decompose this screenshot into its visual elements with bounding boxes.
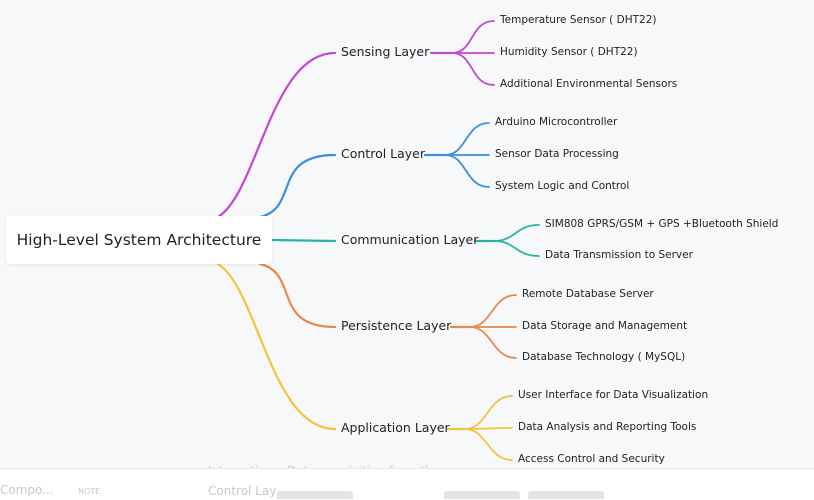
layer-node-application-layer[interactable]: Application Layer <box>341 420 450 435</box>
branch-edge-3 <box>270 238 337 243</box>
leaf-node[interactable]: Sensor Data Processing <box>495 148 619 160</box>
leaf-edge-5-3 <box>464 428 513 461</box>
background-text-line2: Control Lay <box>208 484 277 498</box>
layer-node-persistence-layer[interactable]: Persistence Layer <box>341 318 452 333</box>
leaf-node[interactable]: SIM808 GPRS/GSM + GPS +Bluetooth Shield <box>545 218 779 230</box>
layer-node-control-layer[interactable]: Control Layer <box>341 146 426 161</box>
leaf-edge-2-3 <box>444 154 490 188</box>
leaf-node[interactable]: System Logic and Control <box>495 180 630 192</box>
leaf-node[interactable]: Data Analysis and Reporting Tools <box>518 421 697 433</box>
leaf-edge-5-1 <box>464 395 513 430</box>
leaf-node[interactable]: Access Control and Security <box>518 453 665 465</box>
leaf-node[interactable]: Data Transmission to Server <box>545 249 693 261</box>
leaf-node[interactable]: Additional Environmental Sensors <box>500 78 678 90</box>
background-tab-1 <box>277 491 353 499</box>
layer-node-sensing-layer[interactable]: Sensing Layer <box>341 44 430 59</box>
root-node-label: High-Level System Architecture <box>16 231 262 249</box>
background-tab-2 <box>444 491 520 499</box>
background-note: NOTE <box>78 487 101 496</box>
leaf-edge-3-1 <box>493 224 540 242</box>
branch-edge-1 <box>216 51 337 219</box>
leaf-node[interactable]: Data Storage and Management <box>522 320 688 332</box>
layer-node-communication-layer[interactable]: Communication Layer <box>341 232 479 247</box>
leaf-edge-4-1 <box>469 294 517 328</box>
branch-edge-5 <box>216 262 337 431</box>
branch-edge-2 <box>258 153 337 219</box>
leaf-node[interactable]: Arduino Microcontroller <box>495 116 618 128</box>
leaf-edge-5-2 <box>464 427 513 430</box>
leaf-edge-1-3 <box>451 52 495 86</box>
leaf-edge-3-2 <box>493 240 540 257</box>
leaf-node[interactable]: Humidity Sensor ( DHT22) <box>500 46 638 58</box>
leaf-node[interactable]: User Interface for Data Visualization <box>518 389 709 401</box>
leaf-edge-1-1 <box>451 20 495 54</box>
leaf-node[interactable]: Remote Database Server <box>522 288 654 300</box>
background-text-left: Compo... <box>0 483 54 497</box>
branch-edge-4 <box>258 262 337 329</box>
leaf-edge-2-1 <box>444 122 490 156</box>
leaf-node[interactable]: Database Technology ( MySQL) <box>522 351 686 363</box>
leaf-edge-4-3 <box>469 326 517 359</box>
root-node[interactable]: High-Level System Architecture <box>6 216 272 264</box>
leaf-node[interactable]: Temperature Sensor ( DHT22) <box>500 14 657 26</box>
mindmap-canvas <box>216 20 540 461</box>
background-tab-3 <box>528 491 604 499</box>
background-panel <box>0 468 814 500</box>
mindmap-edges <box>216 20 540 461</box>
